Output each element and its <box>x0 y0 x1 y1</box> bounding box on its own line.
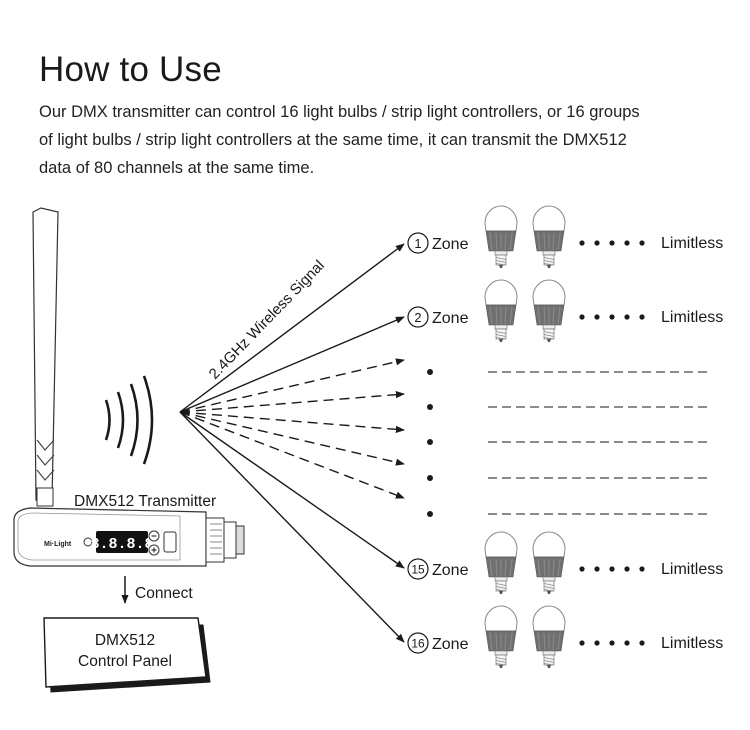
zone-number: 15 <box>411 563 425 577</box>
zone-number-badge <box>407 232 429 254</box>
ellipsis-dots-icon <box>579 640 645 646</box>
bulb-icon <box>484 605 518 669</box>
zone-row-15: 15 Zone Limitless <box>407 531 723 595</box>
bulb-icon <box>532 205 566 269</box>
description-line-1: Our DMX transmitter can control 16 light… <box>39 103 640 121</box>
bulb-icon <box>532 605 566 669</box>
bulb-icon <box>484 531 518 595</box>
ellipsis-dots-icon <box>579 566 645 572</box>
arrow-dashed-1 <box>179 358 405 413</box>
zone-label: Zone <box>432 636 469 653</box>
ellipsis-dots-icon <box>579 314 645 320</box>
zone-limit-label: Limitless <box>661 561 723 578</box>
zone-number: 2 <box>414 310 421 325</box>
antenna <box>32 207 59 507</box>
zone-limit-label: Limitless <box>661 635 723 652</box>
led-display <box>96 531 148 553</box>
ellipsis-dot <box>427 439 433 445</box>
signal-arrows <box>179 243 405 643</box>
bulb-icon <box>484 279 518 343</box>
page-title: How to Use <box>39 50 222 89</box>
ellipsis-dot <box>427 369 433 375</box>
ellipsis-dot <box>427 475 433 481</box>
arrow-dashed-5 <box>179 411 405 499</box>
zone-label: Zone <box>432 236 469 253</box>
zone-row-16: 16 Zone Limitless <box>407 605 723 669</box>
bulb-icon <box>532 531 566 595</box>
bulb-icon <box>532 279 566 343</box>
zone-label: Zone <box>432 310 469 327</box>
description: Our DMX transmitter can control 16 light… <box>39 98 729 182</box>
power-indicator-icon <box>83 537 93 547</box>
mode-button-icon <box>163 531 177 553</box>
zone-row-1: 1 Zone Limitless <box>407 205 723 269</box>
control-panel-line-1: DMX512 <box>95 632 155 649</box>
zone-limit-label: Limitless <box>661 235 723 252</box>
description-line-3: data of 80 channels at the same time. <box>39 159 315 177</box>
led-display-digits: 8.8.8.8 <box>90 536 153 553</box>
arrow-dashed-3 <box>179 411 405 433</box>
ellipsis-dot <box>427 404 433 410</box>
zone-row-2: 2 Zone Limitless <box>407 279 723 343</box>
ellipsis-dots-icon <box>579 240 645 246</box>
arrow-zone-15 <box>179 411 405 569</box>
arrow-dashed-2 <box>179 391 405 413</box>
control-panel-line-2: Control Panel <box>78 653 172 670</box>
wireless-waves-icon <box>104 375 154 465</box>
zone-number: 1 <box>414 236 421 251</box>
bulb-icon <box>484 205 518 269</box>
omitted-zones <box>427 369 712 517</box>
transmitter: Mi·Light 8.8.8.8 <box>13 507 245 567</box>
signal-label: 2.4GHz Wireless Signal <box>206 257 328 383</box>
arrow-zone-2 <box>179 316 405 413</box>
arrow-dashed-4 <box>179 411 405 466</box>
connect-label: Connect <box>135 585 193 602</box>
zone-number-badge <box>407 306 429 328</box>
arrow-zone-1 <box>179 243 405 413</box>
arrow-zone-16 <box>179 411 405 643</box>
control-panel <box>43 617 211 693</box>
zone-number-badge <box>407 632 429 654</box>
zone-number: 16 <box>411 637 425 651</box>
ellipsis-dot <box>427 511 433 517</box>
transmitter-label: DMX512 Transmitter <box>74 493 216 510</box>
zone-label: Zone <box>432 562 469 579</box>
zone-limit-label: Limitless <box>661 309 723 326</box>
brand-logo: Mi·Light <box>44 541 72 548</box>
zone-number-badge <box>407 558 429 580</box>
description-line-2: of light bulbs / strip light controllers… <box>39 131 627 149</box>
